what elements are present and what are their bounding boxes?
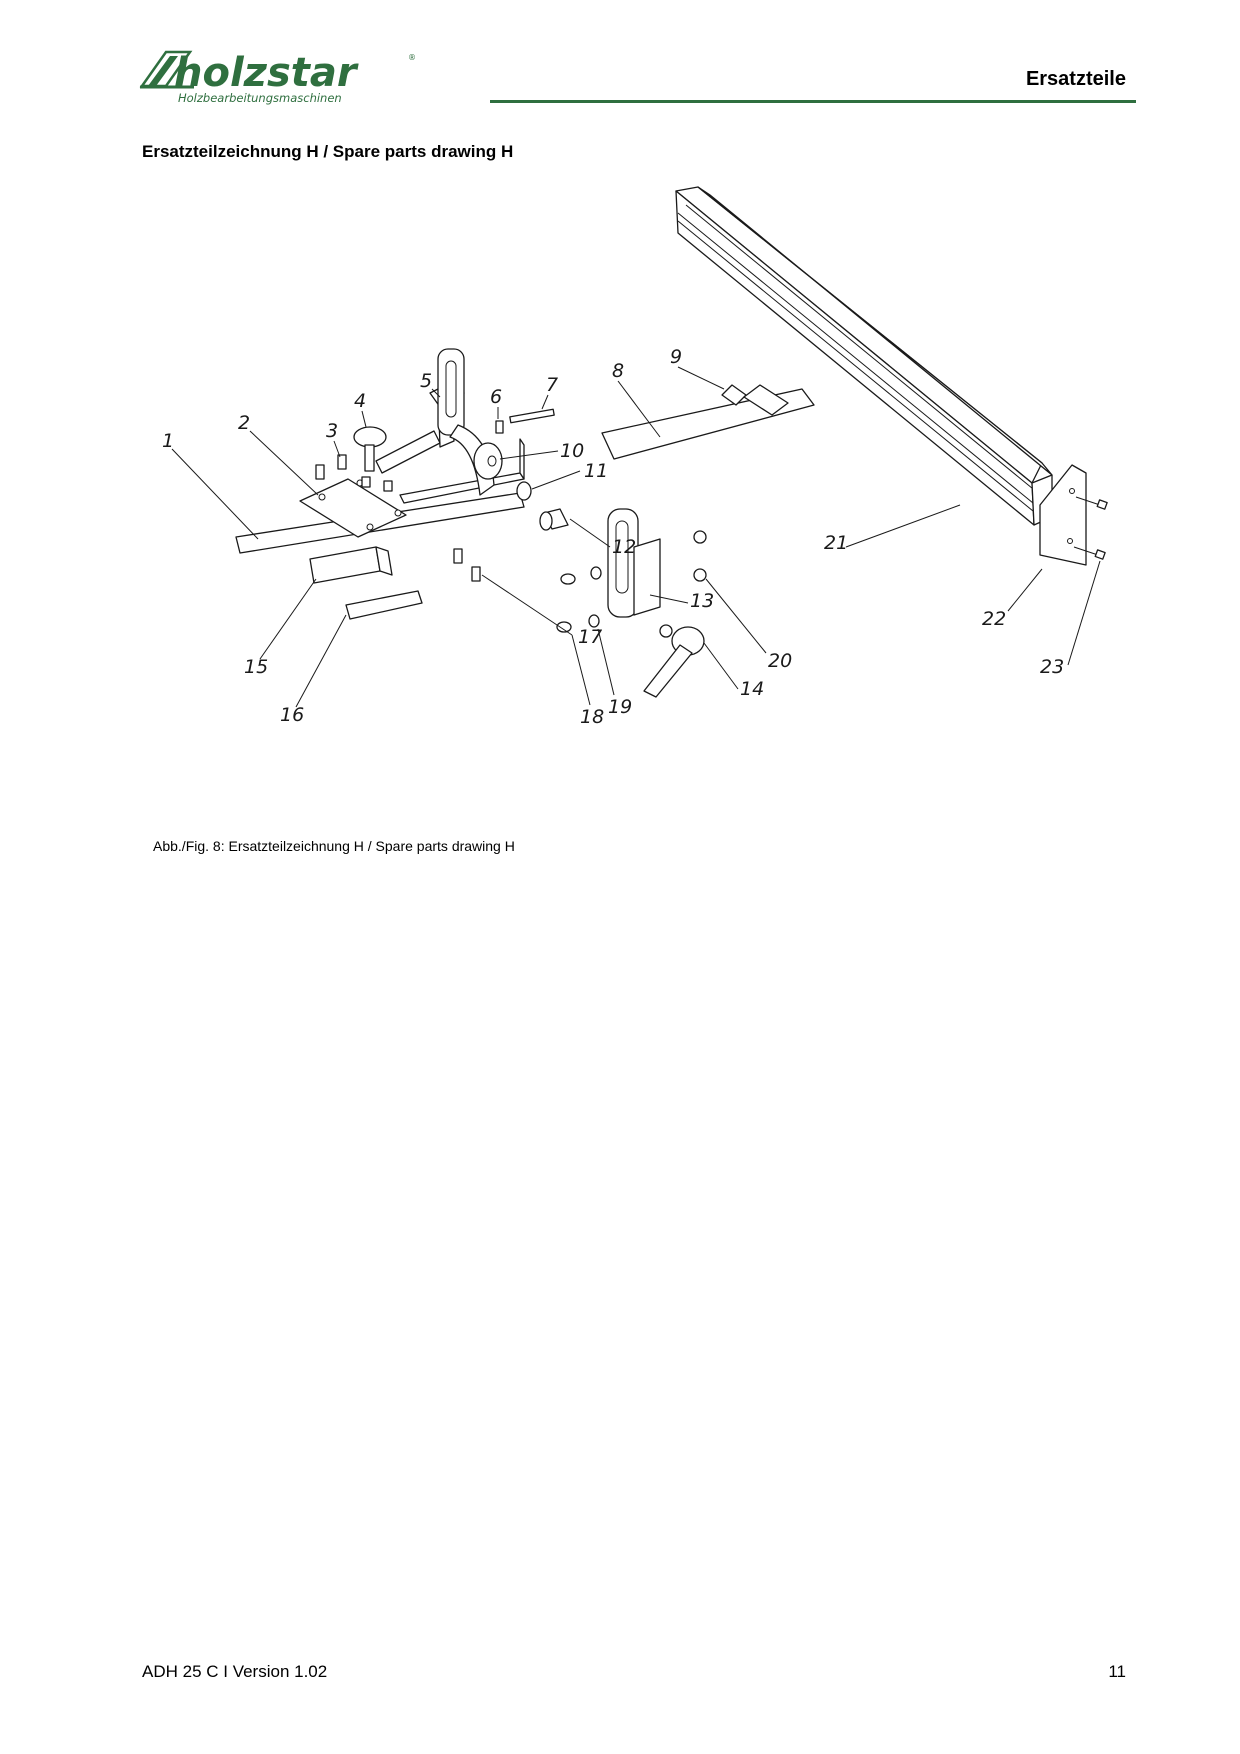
part-number: 1 — [162, 430, 174, 452]
part-number: 5 — [420, 370, 432, 392]
part-number: 22 — [982, 608, 1006, 630]
part-number: 14 — [740, 678, 764, 700]
part-number: 10 — [560, 440, 584, 462]
part-16-block — [345, 590, 423, 620]
part-number: 3 — [326, 420, 338, 442]
part-17-screws — [453, 548, 481, 582]
house-logo-icon — [139, 50, 194, 89]
part-10-hub — [473, 442, 503, 480]
part-22-end-plate — [1039, 464, 1087, 566]
part-number: 20 — [768, 650, 792, 672]
footer-model-version: ADH 25 C I Version 1.02 — [142, 1662, 328, 1681]
part-number: 8 — [612, 360, 624, 382]
part-6-pin — [495, 420, 504, 434]
part-number: 18 — [580, 706, 604, 728]
footer-page-number: 11 — [1108, 1662, 1126, 1681]
part-number-labels: 1 2 3 4 5 6 7 8 9 10 11 12 13 14 15 16 1… — [162, 346, 1064, 728]
part-number: 6 — [490, 386, 502, 408]
part-12-bushing — [539, 508, 569, 531]
leader-lines — [171, 366, 1101, 708]
spare-parts-drawing: 1 2 3 4 5 6 7 8 9 10 11 12 13 14 15 16 1… — [140, 175, 1140, 795]
part-4-knob — [353, 426, 387, 472]
part-20-nuts — [659, 530, 707, 638]
part-23-screws — [1073, 496, 1108, 560]
part-number: 7 — [546, 374, 558, 396]
drawing-title: Ersatzteilzeichnung H / Spare parts draw… — [142, 142, 514, 161]
part-18-screw — [556, 573, 576, 633]
brand-tagline: Holzbearbeitungsmaschinen — [178, 91, 342, 105]
part-number: 11 — [584, 460, 608, 482]
part-number: 23 — [1040, 656, 1064, 678]
part-number: 19 — [608, 696, 632, 718]
part-15-block — [309, 546, 393, 584]
part-number: 17 — [578, 626, 602, 648]
part-5-clamp-lever — [375, 348, 495, 496]
part-number: 16 — [280, 704, 304, 726]
holzstar-logo: holzstar ® Holzbearbeitungsmaschinen — [139, 46, 420, 108]
part-21-fence-rail — [675, 186, 1053, 526]
part-9-bracket — [721, 384, 789, 416]
part-number: 9 — [670, 346, 682, 368]
figure-caption: Abb./Fig. 8: Ersatzteilzeichnung H / Spa… — [153, 838, 515, 854]
brand-wordmark: holzstar — [174, 50, 359, 96]
exploded-view-svg: 1 2 3 4 5 6 7 8 9 10 11 12 13 14 15 16 1… — [162, 186, 1108, 728]
part-number: 2 — [238, 412, 250, 434]
header-divider — [490, 100, 1136, 103]
part-number: 21 — [824, 532, 848, 554]
section-title: Ersatzteile — [1025, 68, 1126, 90]
part-number: 12 — [612, 536, 636, 558]
part-number: 4 — [354, 390, 366, 412]
part-19-washer — [588, 566, 602, 628]
part-13-slotted-bracket — [607, 508, 661, 618]
part-3-screws — [315, 454, 393, 492]
part-7-bolt — [509, 408, 555, 424]
part-number: 13 — [690, 590, 714, 612]
part-14-handle — [643, 626, 705, 698]
svg-text:®: ® — [408, 53, 416, 62]
part-11-washer — [516, 481, 532, 501]
part-number: 15 — [244, 656, 268, 678]
